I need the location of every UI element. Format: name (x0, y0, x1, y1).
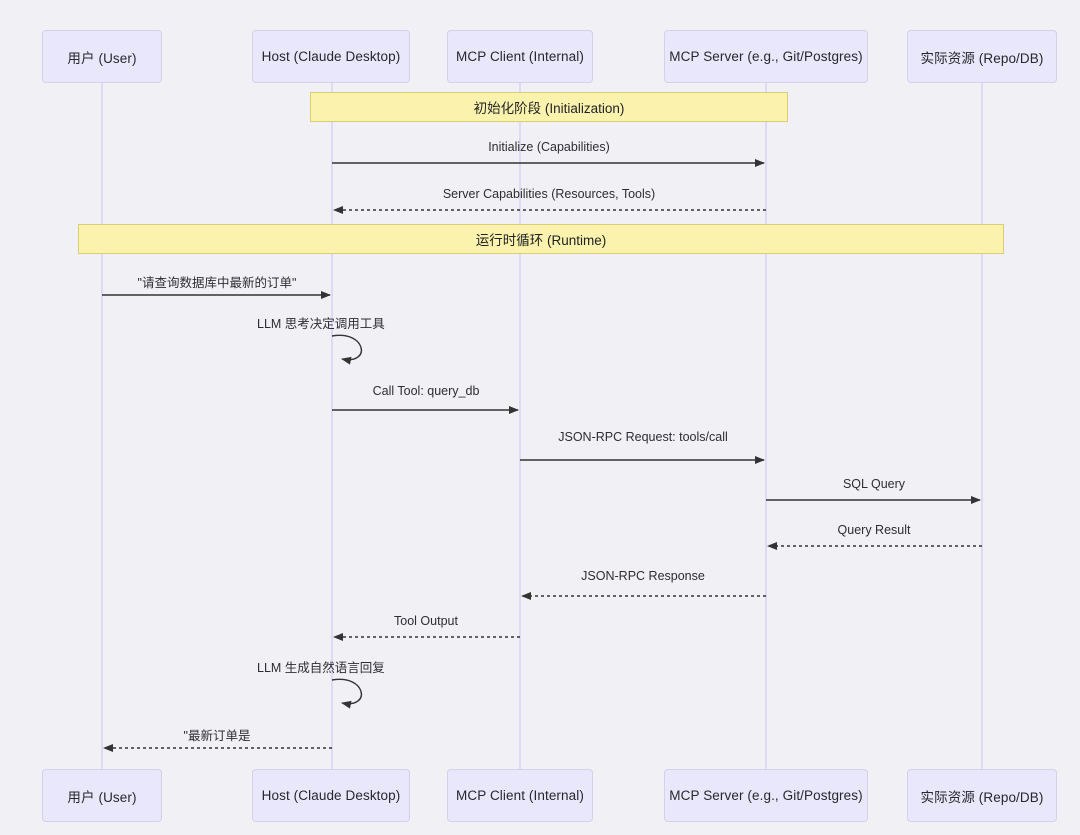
self-message-loop-s1 (331, 334, 363, 365)
actor-header-client[interactable]: MCP Client (Internal) (447, 30, 593, 83)
self-message-loop-s2 (331, 678, 363, 709)
self-message-label-s1: LLM 思考决定调用工具 (257, 317, 385, 331)
message-label-m6: SQL Query (842, 477, 906, 491)
message-arrows-group (102, 159, 982, 752)
message-label-m4: Call Tool: query_db (372, 384, 480, 398)
message-label-m5: JSON-RPC Request: tools/call (558, 430, 728, 444)
message-label-m9: Tool Output (394, 614, 458, 628)
actor-header-host[interactable]: Host (Claude Desktop) (252, 30, 410, 83)
self-message-loops-group (331, 334, 363, 709)
message-label-m3: "请查询数据库中最新的订单" (137, 276, 297, 290)
self-message-label-s2: LLM 生成自然语言回复 (257, 661, 385, 675)
actor-footer-client[interactable]: MCP Client (Internal) (447, 769, 593, 822)
lifelines-group (101, 83, 983, 769)
actor-header-user[interactable]: 用户 (User) (42, 30, 162, 83)
phase-bar-init: 初始化阶段 (Initialization) (310, 92, 788, 122)
actor-footer-repo[interactable]: 实际资源 (Repo/DB) (907, 769, 1057, 822)
actor-footer-user[interactable]: 用户 (User) (42, 769, 162, 822)
message-label-m8: JSON-RPC Response (581, 569, 705, 583)
message-label-m7: Query Result (837, 523, 911, 537)
message-label-m1: Initialize (Capabilities) (488, 140, 610, 154)
message-label-m2: Server Capabilities (Resources, Tools) (442, 187, 656, 201)
actor-header-server[interactable]: MCP Server (e.g., Git/Postgres) (664, 30, 868, 83)
actor-footer-server[interactable]: MCP Server (e.g., Git/Postgres) (664, 769, 868, 822)
message-label-m10: "最新订单是 (183, 729, 251, 743)
actor-footer-host[interactable]: Host (Claude Desktop) (252, 769, 410, 822)
phase-bar-runtime: 运行时循环 (Runtime) (78, 224, 1004, 254)
actor-header-repo[interactable]: 实际资源 (Repo/DB) (907, 30, 1057, 83)
